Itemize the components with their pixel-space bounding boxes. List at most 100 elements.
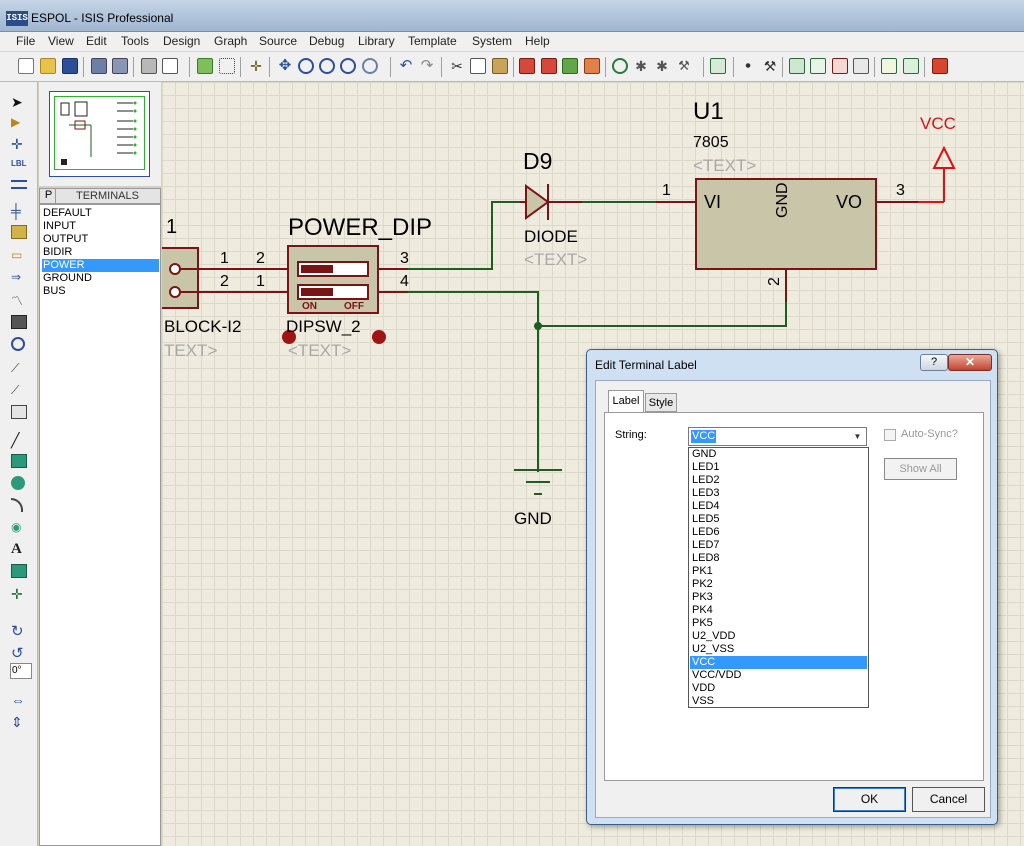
help-button[interactable]: ? xyxy=(920,354,948,371)
option-led2[interactable]: LED2 xyxy=(692,474,720,486)
exit-to-parent-icon[interactable] xyxy=(853,58,869,74)
cancel-button[interactable]: Cancel xyxy=(912,787,985,812)
netlist-to-ares-icon[interactable] xyxy=(932,58,948,74)
undo-icon[interactable]: ↶ xyxy=(399,57,413,74)
new-file-icon[interactable] xyxy=(18,58,34,74)
new-sheet-icon[interactable] xyxy=(810,58,826,74)
menu-template[interactable]: Template xyxy=(408,34,457,48)
buses-icon[interactable]: ╪ xyxy=(11,203,21,219)
option-led1[interactable]: LED1 xyxy=(692,461,720,473)
property-assignment-icon[interactable]: ⚒ xyxy=(763,58,777,74)
terminal-item-bidir[interactable]: BIDIR xyxy=(43,246,73,258)
menu-library[interactable]: Library xyxy=(358,34,395,48)
bill-of-materials-icon[interactable] xyxy=(881,58,897,74)
cut-icon[interactable]: ✂ xyxy=(451,58,463,74)
terminals-mode-icon[interactable]: ▭ xyxy=(11,248,23,262)
chevron-down-icon[interactable]: ▼ xyxy=(853,432,862,441)
rotation-angle-input[interactable]: 0° xyxy=(10,663,32,679)
terminal-item-output[interactable]: OUTPUT xyxy=(43,233,89,245)
menu-view[interactable]: View xyxy=(48,34,74,48)
selection-mode-icon[interactable]: ➤ xyxy=(11,94,23,110)
menu-debug[interactable]: Debug xyxy=(309,34,345,48)
zoom-in-icon[interactable] xyxy=(298,58,314,74)
packaging-tool-icon[interactable]: ✱ xyxy=(656,58,668,74)
arc-2d-icon[interactable] xyxy=(11,498,23,512)
option-vss[interactable]: VSS xyxy=(692,695,715,707)
option-pk3[interactable]: PK3 xyxy=(692,591,713,603)
auto-sync-checkbox[interactable] xyxy=(884,429,896,441)
tape-recorder-icon[interactable] xyxy=(11,315,27,329)
option-pk4[interactable]: PK4 xyxy=(692,604,713,616)
menu-help[interactable]: Help xyxy=(525,34,550,48)
menu-source[interactable]: Source xyxy=(259,34,298,48)
close-button[interactable]: ✕ xyxy=(948,354,992,371)
menu-file[interactable]: File xyxy=(16,34,36,48)
option-vcc-vdd[interactable]: VCC/VDD xyxy=(692,669,742,681)
grid-icon[interactable] xyxy=(219,58,235,74)
y-mirror-icon[interactable]: ⇕ xyxy=(11,714,23,730)
ok-button[interactable]: OK xyxy=(833,787,906,812)
option-led6[interactable]: LED6 xyxy=(692,526,720,538)
option-led7[interactable]: LED7 xyxy=(692,539,720,551)
save-icon[interactable] xyxy=(62,58,78,74)
option-led5[interactable]: LED5 xyxy=(692,513,720,525)
symbol-2d-icon[interactable] xyxy=(11,564,27,578)
rotate-anticlockwise-icon[interactable]: ↺ xyxy=(11,645,24,662)
pan-icon[interactable]: ✥ xyxy=(278,57,292,74)
terminal-item-default[interactable]: DEFAULT xyxy=(43,207,92,219)
refresh-icon[interactable] xyxy=(197,58,213,74)
option-u2-vss[interactable]: U2_VSS xyxy=(692,643,735,655)
decompose-icon[interactable]: ⚒ xyxy=(678,58,690,73)
menu-system[interactable]: System xyxy=(472,34,513,48)
markers-icon[interactable]: ✛ xyxy=(11,586,23,602)
search-tag-icon[interactable]: ꔷ xyxy=(745,59,751,73)
show-all-button[interactable]: Show All xyxy=(884,458,957,480)
open-file-icon[interactable] xyxy=(40,58,56,74)
copy-icon[interactable] xyxy=(470,58,486,74)
graph-mode-icon[interactable]: 〽 xyxy=(11,294,24,308)
paste-icon[interactable] xyxy=(492,58,508,74)
virtual-instruments-icon[interactable] xyxy=(11,405,27,419)
pick-button[interactable]: P xyxy=(42,189,56,203)
option-pk5[interactable]: PK5 xyxy=(692,617,713,629)
string-combobox[interactable]: VCC ▼ xyxy=(688,427,867,446)
menu-tools[interactable]: Tools xyxy=(121,34,150,48)
line-2d-icon[interactable]: ╱ xyxy=(11,432,20,448)
terminal-item-bus[interactable]: BUS xyxy=(43,285,66,297)
component-mode-icon[interactable]: ▶ xyxy=(11,115,21,129)
print-icon[interactable] xyxy=(141,58,157,74)
option-pk1[interactable]: PK1 xyxy=(692,565,713,577)
zoom-all-icon[interactable] xyxy=(340,58,356,74)
terminal-item-power[interactable]: POWER xyxy=(42,259,159,272)
electrical-rules-check-icon[interactable] xyxy=(903,58,919,74)
origin-icon[interactable]: ✛ xyxy=(250,58,262,74)
option-vdd[interactable]: VDD xyxy=(692,682,716,694)
text-2d-icon[interactable]: A xyxy=(11,541,22,557)
circle-2d-icon[interactable] xyxy=(11,476,25,490)
wire-autorouter-icon[interactable] xyxy=(710,58,726,74)
generator-icon[interactable] xyxy=(11,337,25,351)
tab-label[interactable]: Label xyxy=(608,390,644,412)
tab-style[interactable]: Style xyxy=(645,393,677,412)
option-led4[interactable]: LED4 xyxy=(692,500,720,512)
block-move-icon[interactable] xyxy=(541,58,557,74)
print-area-icon[interactable] xyxy=(162,58,178,74)
terminal-item-ground[interactable]: GROUND xyxy=(43,272,92,284)
block-delete-icon[interactable] xyxy=(584,58,600,74)
box-2d-icon[interactable] xyxy=(11,454,27,468)
x-mirror-icon[interactable]: ⇔ xyxy=(11,692,25,708)
import-icon[interactable] xyxy=(91,58,107,74)
pick-device-icon[interactable] xyxy=(612,58,628,74)
overview-window[interactable] xyxy=(49,91,150,177)
design-explorer-icon[interactable] xyxy=(789,58,805,74)
current-probe-icon[interactable]: ⟋ xyxy=(11,383,20,397)
make-device-icon[interactable]: ✱ xyxy=(635,58,647,74)
rotate-clockwise-icon[interactable]: ↻ xyxy=(11,623,24,640)
block-rotate-icon[interactable] xyxy=(562,58,578,74)
terminal-item-input[interactable]: INPUT xyxy=(43,220,76,232)
device-pins-icon[interactable]: ⇒ xyxy=(11,270,22,284)
option-vcc[interactable]: VCC xyxy=(690,656,867,669)
zoom-area-icon[interactable] xyxy=(362,58,378,74)
voltage-probe-icon[interactable]: ⟋ xyxy=(11,361,20,375)
option-led3[interactable]: LED3 xyxy=(692,487,720,499)
